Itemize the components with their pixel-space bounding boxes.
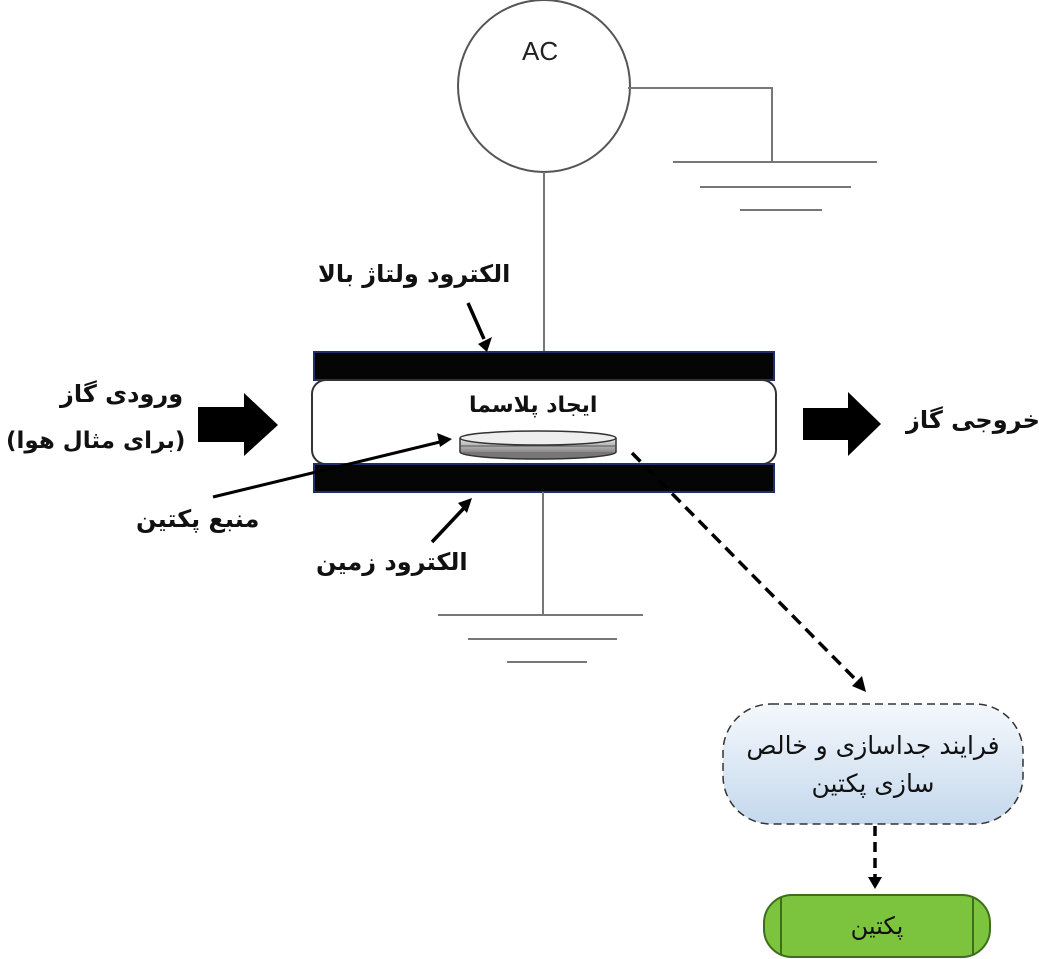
ground-electrode-pointer-head — [458, 498, 472, 513]
ground-electrode-pointer — [430, 506, 466, 544]
process-box-line1: فرایند جداسازی و خالص — [746, 731, 1000, 760]
pectin-dish — [459, 430, 617, 460]
plasma-generation-label: ایجاد پلاسما — [469, 393, 598, 418]
gas-outlet-arrow — [803, 392, 881, 456]
gas-inlet-arrow — [198, 393, 278, 456]
pectin-source-pointer-head — [437, 433, 452, 447]
gas-outlet-label: خروجی گاز — [906, 406, 1039, 434]
hv-electrode-pointer-head — [478, 337, 492, 352]
ac-to-ground-wire — [628, 87, 773, 162]
ac-source-circle — [457, 0, 631, 173]
hv-electrode-pointer — [466, 302, 486, 340]
pectin-source-pointer — [212, 439, 445, 499]
dashed-flow-to-product-head — [868, 877, 882, 889]
dashed-flow-to-process-head — [852, 676, 866, 692]
dashed-flow-to-process — [630, 451, 862, 686]
gas-inlet-example-label: (برای مثال هوا) — [6, 428, 186, 454]
ground-electrode — [313, 463, 775, 493]
high-voltage-electrode — [313, 351, 775, 381]
gas-inlet-label: ورودی گاز — [60, 380, 184, 408]
product-label: پکتین — [850, 912, 904, 940]
pectin-source-label: منبع پکتین — [136, 505, 260, 533]
high-voltage-electrode-label: الکترود ولتاژ بالا — [318, 260, 511, 288]
product-pectin-pill — [763, 894, 991, 958]
ac-label: AC — [522, 36, 559, 66]
ground-electrode-label: الکترود زمین — [316, 548, 468, 576]
process-box — [722, 703, 1024, 825]
process-box-line2: سازی پکتین — [811, 769, 935, 798]
process-box-text: فرایند جداسازی و خالص سازی پکتین — [723, 727, 1023, 803]
